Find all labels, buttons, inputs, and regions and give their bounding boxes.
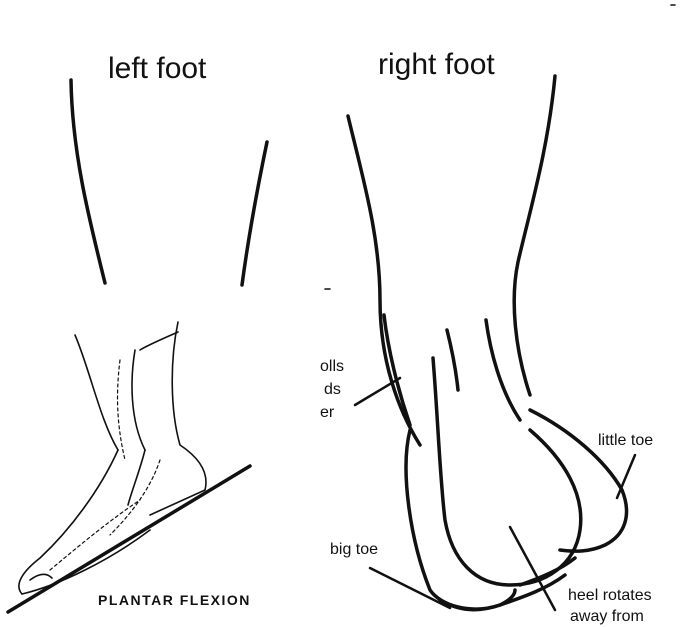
annotation-little-toe: little toe: [598, 431, 653, 451]
foot-top-outline: [19, 450, 118, 594]
back-leg-inner: [132, 350, 145, 450]
back-leg-outline: [75, 335, 118, 450]
annotation-heel-line2: away from: [570, 607, 644, 627]
slope-line: [8, 466, 250, 612]
right-foot-title: right foot: [378, 48, 495, 82]
plantar-flexion-caption: PLANTAR FLEXION: [98, 592, 251, 608]
left-leg-outline-left: [71, 80, 105, 283]
foot-inner-line: [128, 450, 145, 505]
front-leg-outline: [150, 322, 206, 515]
leader-little-toe: [617, 455, 635, 498]
annotation-rolls-line3: er: [320, 403, 334, 423]
plantar-flexion-sketch: [8, 322, 250, 612]
annotation-big-toe: big toe: [330, 540, 378, 560]
big-toe-outline: [440, 590, 515, 610]
annotation-rolls-line2: ds: [324, 380, 341, 400]
left-leg-outline-right: [242, 142, 267, 285]
left-foot-title: left foot: [108, 52, 206, 86]
right-foot-drawing: [348, 76, 635, 610]
annotation-rolls-line1: olls: [320, 357, 344, 377]
annotation-heel-line1: heel rotates: [568, 586, 652, 606]
toe-curve: [30, 574, 52, 580]
right-leg-outline-left: [348, 116, 420, 445]
guide-dash-1: [118, 360, 125, 460]
front-leg-top: [140, 332, 178, 350]
inner-line-b: [447, 330, 458, 390]
leader-big-toe: [370, 568, 450, 608]
right-leg-outline-right: [514, 76, 555, 395]
